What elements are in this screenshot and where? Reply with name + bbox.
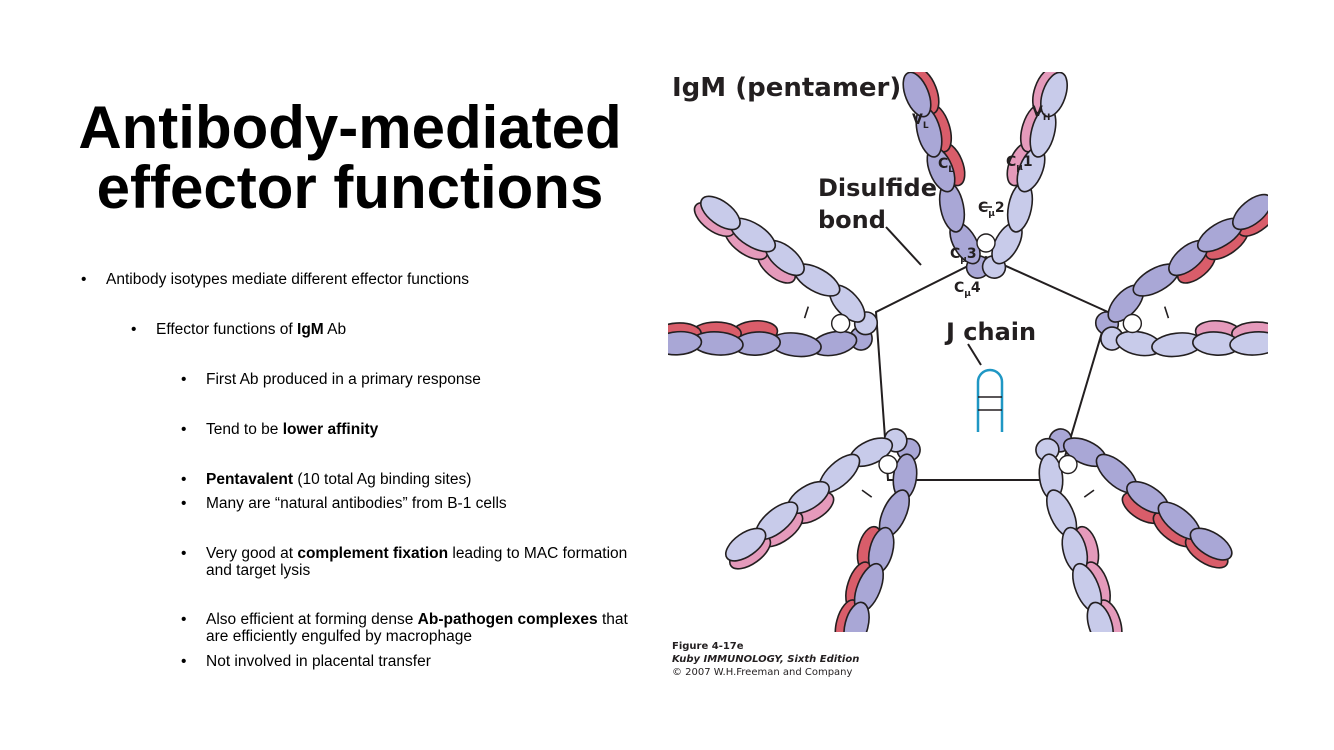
bullet-marker: • bbox=[181, 421, 187, 438]
bullet-text: Antibody isotypes mediate different effe… bbox=[106, 271, 626, 288]
heavy-chain-left bbox=[902, 72, 932, 118]
bullet-text: Very good at complement fixation leading… bbox=[206, 545, 636, 579]
heavy-chain-left bbox=[1232, 193, 1268, 231]
bullet-item-level-3: • Tend to be lower affinity bbox=[181, 421, 636, 438]
bullet-marker: • bbox=[181, 545, 187, 562]
bullet-marker: • bbox=[181, 611, 187, 628]
disulfide-label-line-1: Disulfide bbox=[818, 174, 937, 202]
igm-monomer-3 bbox=[1035, 428, 1233, 632]
bullet-text-segment: Ab bbox=[323, 321, 347, 338]
igm-monomer-5 bbox=[668, 195, 879, 358]
bullet-list: • Antibody isotypes mediate different eff… bbox=[0, 0, 660, 750]
figure-title: IgM (pentamer) bbox=[672, 73, 902, 103]
bullet-item-level-3: • Also efficient at forming dense Ab-path… bbox=[181, 611, 636, 645]
bullet-marker: • bbox=[181, 471, 187, 488]
caption-figure-number: Figure 4-17e bbox=[672, 641, 744, 652]
j-chain bbox=[976, 368, 1004, 432]
cmu4-ring bbox=[830, 313, 851, 334]
bullet-item-level-3: • Pentavalent (10 total Ag binding sites) bbox=[181, 471, 636, 488]
caption-book-title: Kuby IMMUNOLOGY, Sixth Edition bbox=[672, 654, 860, 665]
bullet-marker: • bbox=[181, 653, 187, 670]
bullet-text-segment: Effector functions of bbox=[156, 321, 298, 338]
bullet-text-segment: First Ab produced in a primary response bbox=[206, 371, 481, 388]
bullet-item-level-3: • Many are “natural antibodies” from B-1 … bbox=[181, 495, 636, 512]
bullet-text-segment: (10 total Ag binding sites) bbox=[293, 471, 472, 488]
cmu4-ring bbox=[878, 454, 898, 475]
cmu3-label: Cμ3 bbox=[950, 246, 977, 265]
bullet-text-segment: Many are “natural antibodies” from B-1 c… bbox=[206, 495, 507, 512]
cmu1-label: Cμ1 bbox=[1006, 154, 1033, 173]
bullet-bold-text: IgM bbox=[297, 321, 324, 338]
cmu4-ring bbox=[1122, 313, 1143, 334]
igm-monomer-1 bbox=[902, 72, 1068, 279]
caption-copyright: © 2007 W.H.Freeman and Company bbox=[672, 667, 853, 678]
cmu4-label: Cμ4 bbox=[954, 280, 981, 299]
bullet-text: First Ab produced in a primary response bbox=[206, 371, 636, 388]
cmu2-label: Cμ2 bbox=[978, 200, 1005, 219]
j-chain-label: J chain bbox=[944, 318, 1036, 346]
pentagon-disulfide-lines bbox=[874, 255, 1110, 481]
heavy-chain-right bbox=[725, 527, 767, 562]
bullet-text: Also efficient at forming dense Ab-patho… bbox=[206, 611, 636, 645]
igm-monomer-4 bbox=[725, 428, 921, 632]
bullet-bold-text: lower affinity bbox=[282, 421, 379, 438]
title-line-2: effector functions bbox=[96, 154, 604, 221]
bullet-item-level-3: • First Ab produced in a primary response bbox=[181, 371, 636, 388]
figure-caption: Figure 4-17e Kuby IMMUNOLOGY, Sixth Edit… bbox=[672, 640, 859, 679]
disulfide-pointer-line bbox=[885, 226, 922, 266]
bullet-text-segment: Tend to be bbox=[206, 421, 283, 438]
bullet-text-segment: Antibody isotypes mediate different effe… bbox=[106, 271, 470, 288]
bullet-text-segment: leading to MAC formation and target lysi… bbox=[206, 545, 628, 579]
bullet-text-segment: Also efficient at forming dense bbox=[206, 611, 418, 628]
bullet-bold-text: complement fixation bbox=[297, 545, 449, 562]
heavy-chain-left bbox=[1189, 527, 1233, 561]
j-chain-pointer-line bbox=[967, 343, 982, 366]
bullet-item-level-3: • Very good at complement fixation leadin… bbox=[181, 545, 636, 579]
bullet-marker: • bbox=[181, 495, 187, 512]
bullet-text: Many are “natural antibodies” from B-1 c… bbox=[206, 495, 636, 512]
vl-label: VL bbox=[912, 112, 929, 131]
bullet-bold-text: Pentavalent bbox=[206, 471, 294, 488]
heavy-disulfide-bridge bbox=[803, 306, 810, 319]
bullet-text: Not involved in placental transfer bbox=[206, 653, 636, 670]
cmu4-ring bbox=[976, 233, 996, 253]
heavy-chain-right bbox=[1086, 601, 1114, 632]
heavy-chain-left bbox=[668, 330, 703, 356]
slide-title: Antibody-mediated effector functions bbox=[60, 98, 640, 218]
bullet-text: Pentavalent (10 total Ag binding sites) bbox=[206, 471, 636, 488]
heavy-disulfide-bridge bbox=[1163, 306, 1170, 319]
heavy-chain-right bbox=[1040, 72, 1068, 118]
bullet-text-segment: that are efficiently engulfed by macroph… bbox=[206, 611, 628, 645]
heavy-chain-left bbox=[843, 601, 870, 632]
vh-label: VH bbox=[1032, 104, 1050, 123]
cl-label: CL bbox=[938, 156, 954, 175]
heavy-disulfide-bridge bbox=[1083, 489, 1095, 498]
disulfide-label-line-2: bond bbox=[818, 206, 886, 234]
bullet-bold-text: Ab-pathogen complexes bbox=[417, 611, 598, 628]
heavy-chain-right bbox=[1229, 330, 1268, 356]
pentagon-outline bbox=[874, 255, 1110, 481]
heavy-chain-right bbox=[700, 195, 741, 231]
cmu4-ring bbox=[1058, 454, 1078, 475]
j-chain-loop bbox=[976, 368, 1004, 432]
bullet-item-level-2: • Effector functions of IgM Ab bbox=[131, 321, 636, 338]
heavy-disulfide-bridge bbox=[861, 489, 873, 498]
title-line-1: Antibody-mediated bbox=[78, 94, 622, 161]
bullet-text-segment: Very good at bbox=[206, 545, 298, 562]
bullet-marker: • bbox=[81, 271, 87, 288]
bullet-text-segment: Not involved in placental transfer bbox=[206, 653, 431, 670]
bullet-marker: • bbox=[181, 371, 187, 388]
bullet-text: Effector functions of IgM Ab bbox=[156, 321, 636, 338]
bullet-marker: • bbox=[131, 321, 137, 338]
bullet-item-level-1: • Antibody isotypes mediate different eff… bbox=[81, 271, 626, 288]
igm-monomer-2 bbox=[1094, 193, 1268, 358]
bullet-text: Tend to be lower affinity bbox=[206, 421, 636, 438]
bullet-item-level-3: • Not involved in placental transfer bbox=[181, 653, 636, 670]
